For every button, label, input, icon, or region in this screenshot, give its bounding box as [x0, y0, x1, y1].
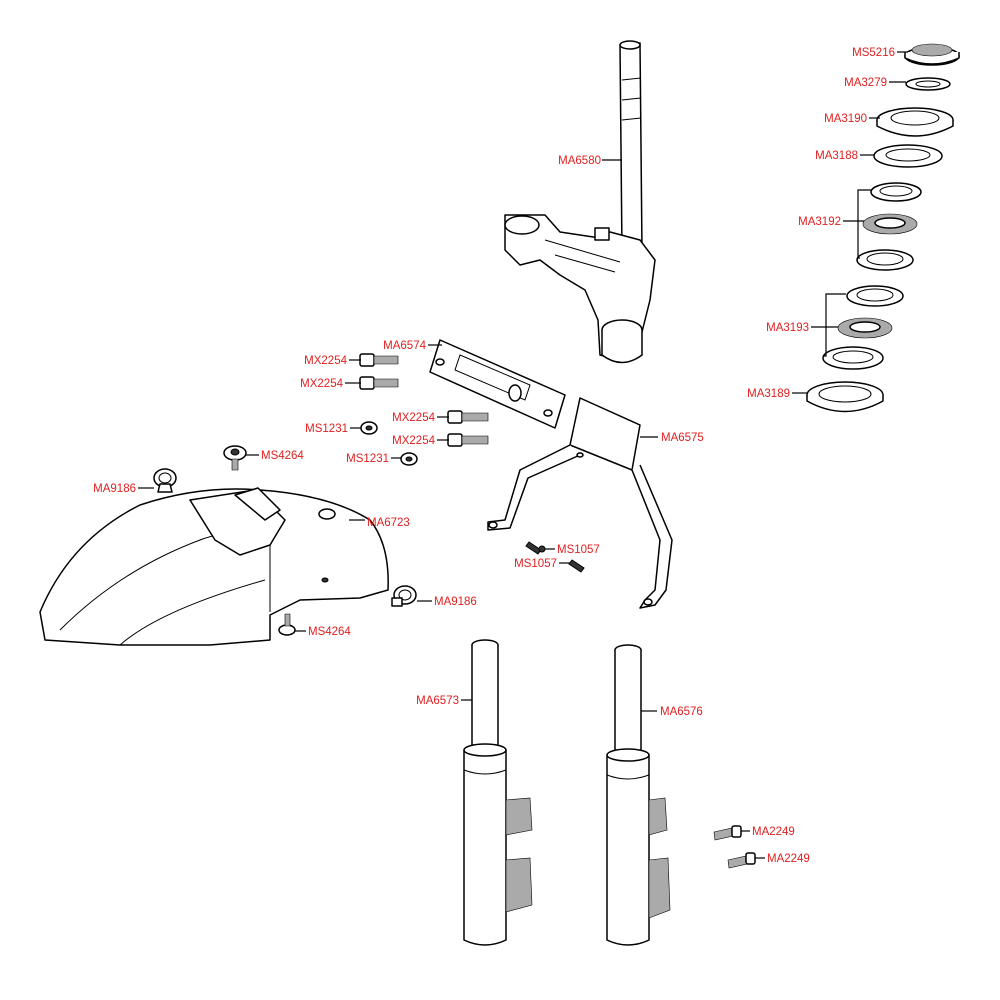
bearing-set-ma3192: [856, 182, 922, 271]
callout-ms1231-a: MS1231: [305, 423, 361, 435]
part-label-ma3188: MA3188: [815, 150, 858, 162]
part-label-ma3193: MA3193: [766, 322, 809, 334]
callout-ms1057-b: MS1057: [514, 558, 570, 570]
part-label-mx2254-b: MX2254: [300, 378, 343, 390]
callout-ma6576: MA6576: [641, 706, 703, 718]
callout-ms4264-b: MS4264: [295, 626, 351, 638]
fork-leg-ma6573: [463, 639, 533, 946]
callout-ma3279: MA3279: [844, 77, 906, 89]
part-label-ma3190: MA3190: [824, 113, 867, 125]
nut-ms5216: [904, 43, 960, 66]
part-label-ma9186-a: MA9186: [93, 483, 136, 495]
screw-ms4264-a: [223, 445, 247, 471]
race-ma3189: [806, 381, 884, 413]
callout-ma6573: MA6573: [416, 695, 472, 707]
bolt-mx2254-d: [447, 433, 489, 447]
callout-ma3192: MA3192: [798, 189, 872, 259]
part-label-ma9186-b: MA9186: [434, 596, 477, 608]
part-label-ms5216: MS5216: [852, 47, 895, 59]
bolt-mx2254-a: [359, 353, 399, 367]
part-label-ma6580: MA6580: [558, 155, 601, 167]
callout-ma2249-b: MA2249: [755, 853, 810, 865]
bearing-set-ma3193: [822, 285, 904, 370]
part-label-ms1231-b: MS1231: [346, 453, 389, 465]
bolt-mx2254-b: [359, 376, 399, 390]
part-label-ms1057-a: MS1057: [557, 544, 600, 556]
callout-ms4264-a: MS4264: [246, 450, 304, 462]
callout-mx2254-c: MX2254: [392, 412, 449, 424]
nut-ms1231-b: [400, 452, 418, 466]
steering-stem-ma6580: [504, 40, 656, 364]
part-label-ma6575: MA6575: [661, 432, 704, 444]
fork-leg-ma6576: [606, 644, 671, 946]
callout-mx2254-d: MX2254: [392, 435, 449, 447]
bolt-mx2254-c: [447, 410, 489, 424]
part-label-ma2249-b: MA2249: [767, 853, 810, 865]
part-label-ma6574: MA6574: [383, 340, 426, 352]
callout-ma6575: MA6575: [640, 432, 704, 444]
clip-ma9186-b: [391, 585, 417, 607]
callout-ma9186-a: MA9186: [93, 483, 154, 495]
callout-ma3189: MA3189: [747, 388, 808, 400]
callout-ma6723: MA6723: [349, 517, 410, 529]
callout-ma6574: MA6574: [383, 340, 442, 352]
clip-ma9186-a: [153, 468, 177, 493]
part-label-ms4264-a: MS4264: [261, 450, 304, 462]
callout-mx2254-a: MX2254: [304, 355, 361, 367]
part-label-ma6576: MA6576: [660, 706, 703, 718]
part-label-ms1057-b: MS1057: [514, 558, 557, 570]
front-fender-ma6723: [39, 487, 389, 646]
callout-ms5216: MS5216: [852, 47, 908, 59]
part-label-mx2254-c: MX2254: [392, 412, 435, 424]
part-label-ma6573: MA6573: [416, 695, 459, 707]
part-label-ma6723: MA6723: [367, 517, 410, 529]
callout-mx2254-b: MX2254: [300, 378, 361, 390]
part-label-ms4264-b: MS4264: [308, 626, 351, 638]
bolt-ma2249-b: [727, 852, 756, 869]
part-label-ma3189: MA3189: [747, 388, 790, 400]
part-label-mx2254-a: MX2254: [304, 355, 347, 367]
part-label-ms1231-a: MS1231: [305, 423, 348, 435]
callout-ma3188: MA3188: [815, 150, 874, 162]
callout-ma3193: MA3193: [766, 293, 846, 357]
cup-ma3188: [873, 144, 943, 168]
screw-ms1057-a: [525, 541, 546, 555]
washer-ma3279: [905, 77, 951, 91]
callout-ms1231-b: MS1231: [346, 453, 401, 465]
bolt-ma2249-a: [713, 825, 742, 841]
part-label-ma3279: MA3279: [844, 77, 887, 89]
part-label-ma2249-a: MA2249: [752, 826, 795, 838]
screw-ms1057-b: [568, 559, 585, 573]
callout-ms1057-a: MS1057: [545, 544, 600, 556]
screw-ms4264-b: [278, 613, 296, 636]
bracket-plate-ma6574: [429, 339, 566, 429]
support-bracket-ma6575: [487, 397, 673, 609]
race-ma3190: [876, 107, 954, 137]
callout-ma6580: MA6580: [558, 155, 622, 167]
callout-ma2249-a: MA2249: [741, 826, 795, 838]
callout-ma3190: MA3190: [824, 113, 880, 125]
part-label-mx2254-d: MX2254: [392, 435, 435, 447]
callout-ma9186-b: MA9186: [417, 596, 477, 608]
part-label-ma3192: MA3192: [798, 216, 841, 228]
nut-ms1231-a: [360, 421, 378, 435]
